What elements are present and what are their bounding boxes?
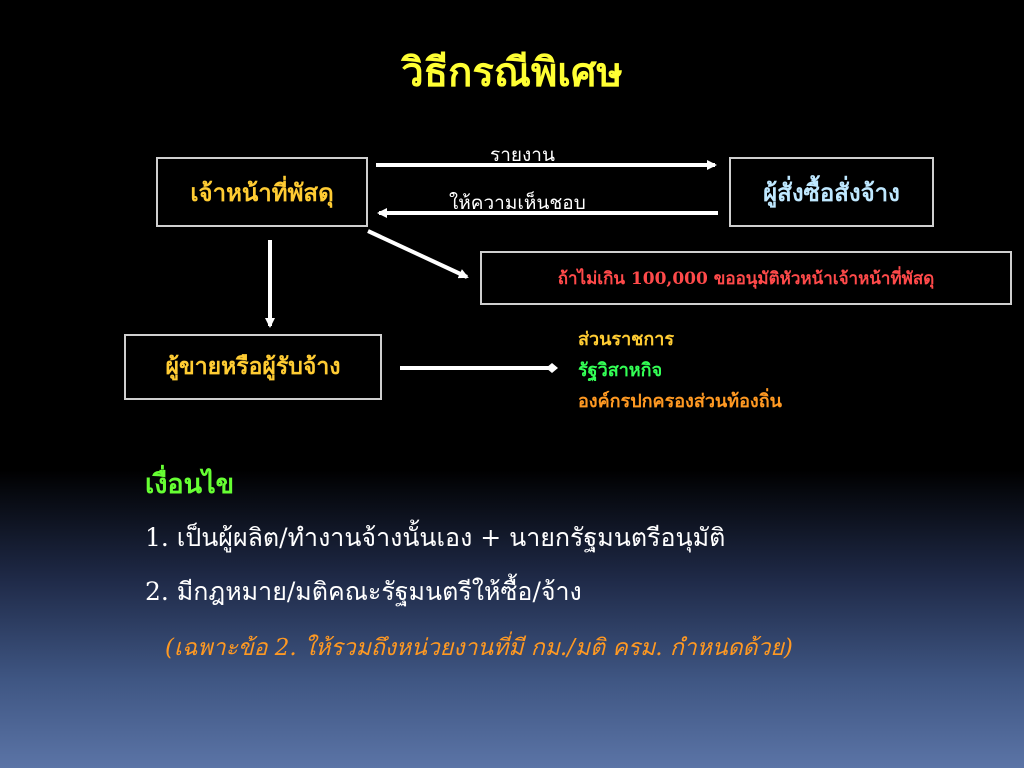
officer-label: เจ้าหน้าที่พัสดุ xyxy=(190,177,334,207)
report-label: รายงาน xyxy=(490,144,555,166)
agency-item: ส่วนราชการ xyxy=(578,329,675,350)
vendor-label: ผู้ขายหรือผู้รับจ้าง xyxy=(165,353,341,380)
conditions-heading: เงื่อนไข xyxy=(145,469,235,500)
limit-note-label: ถ้าไม่เกิน 100,000 ขออนุมัติหัวหน้าเจ้าห… xyxy=(557,268,935,289)
agency-list: ส่วนราชการ รัฐวิสาหกิจ องค์กรปกครองส่วนท… xyxy=(578,324,782,417)
conditions-remark: (เฉพาะข้อ 2. ให้รวมถึงหน่วยงานที่มี กม./… xyxy=(165,635,793,661)
vendor-box: ผู้ขายหรือผู้รับจ้าง xyxy=(124,334,382,400)
condition-item: 2. มีกฎหมาย/มติคณะรัฐมนตรีให้ซื้อ/จ้าง xyxy=(145,577,582,606)
limit-note-box: ถ้าไม่เกิน 100,000 ขออนุมัติหัวหน้าเจ้าห… xyxy=(480,251,1012,305)
orderer-label: ผู้สั่งซื้อสั่งจ้าง xyxy=(763,177,900,207)
orderer-box: ผู้สั่งซื้อสั่งจ้าง xyxy=(729,157,934,227)
approve-label: ให้ความเห็นชอบ xyxy=(449,192,586,214)
agency-item: องค์กรปกครองส่วนท้องถิ่น xyxy=(578,391,782,412)
condition-item: 1. เป็นผู้ผลิต/ทำงานจ้างนั้นเอง + นายกรั… xyxy=(145,523,726,552)
agency-item: รัฐวิสาหกิจ xyxy=(578,360,663,381)
officer-box: เจ้าหน้าที่พัสดุ xyxy=(156,157,368,227)
page-title: วิธีกรณีพิเศษ xyxy=(401,49,623,96)
note-arrow xyxy=(367,229,469,279)
